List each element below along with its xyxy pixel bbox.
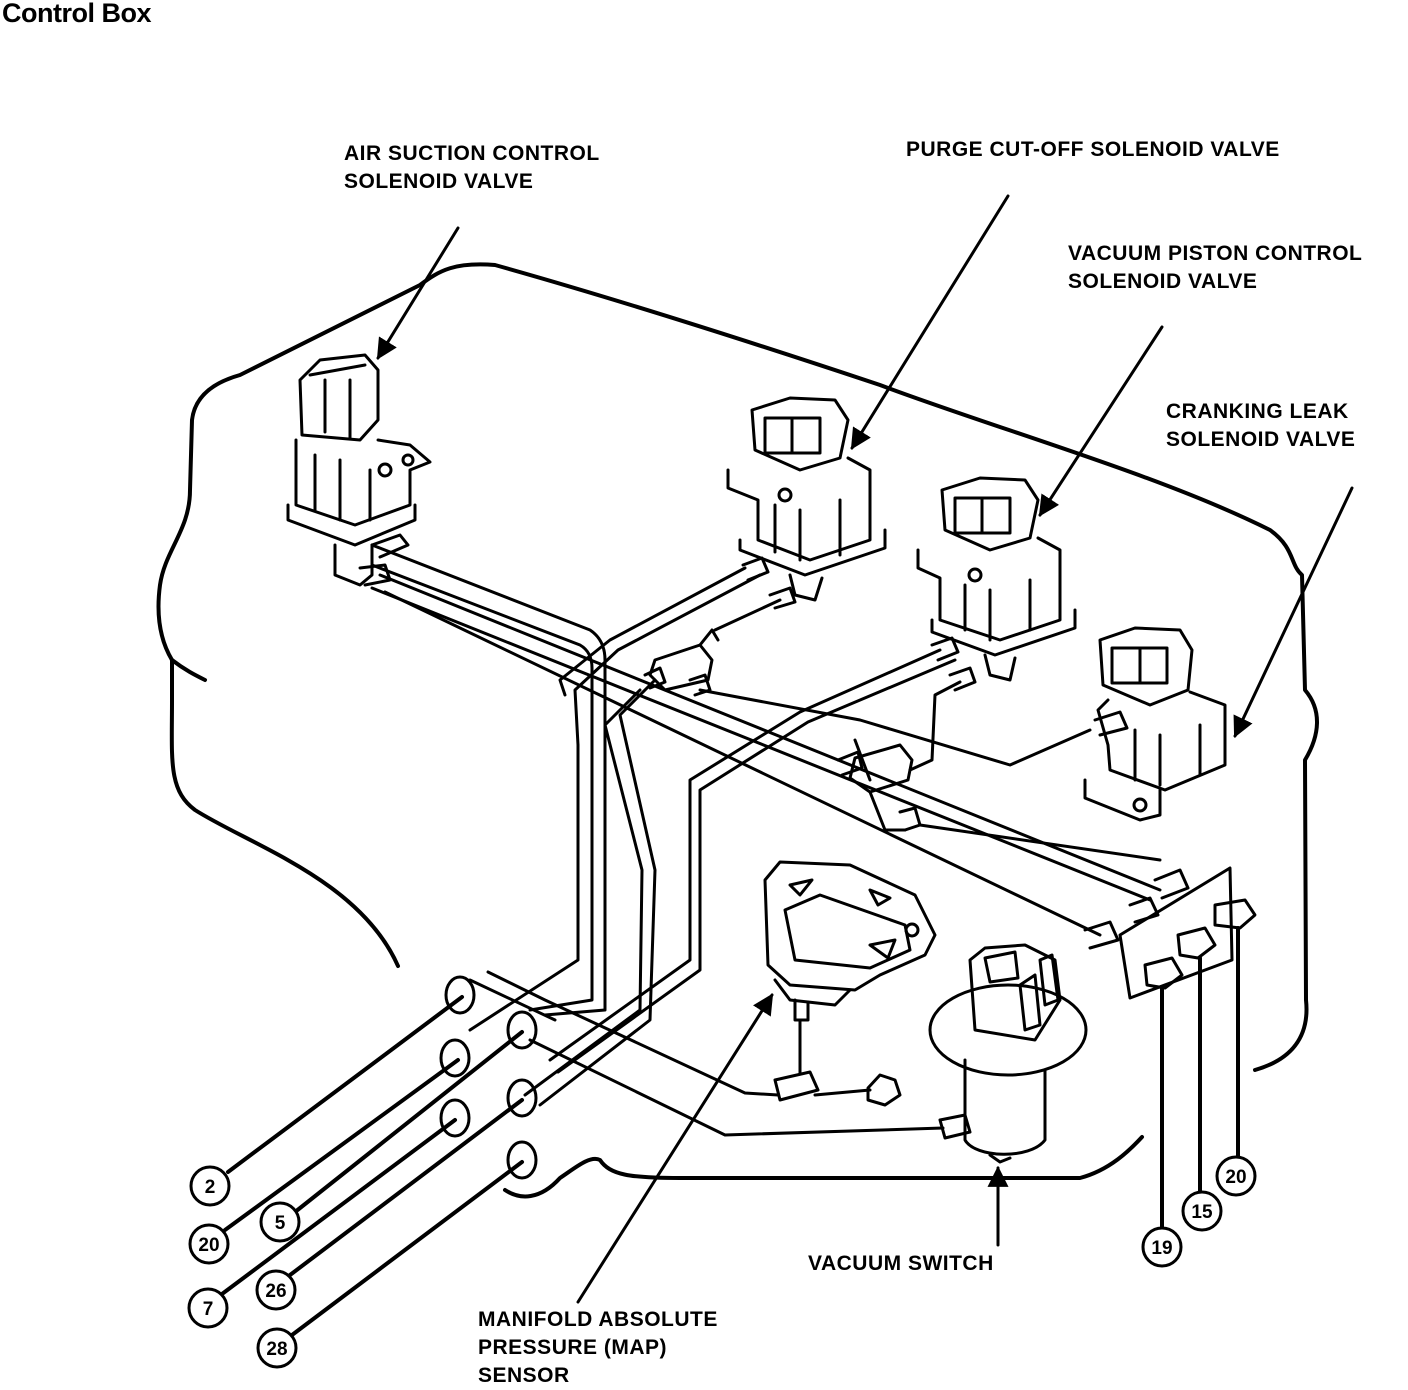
callout-arrows xyxy=(376,194,1354,1304)
hose-fitting-group xyxy=(643,628,922,832)
right-port-leaders xyxy=(1160,926,1240,1234)
control-box-housing-inner-edge xyxy=(170,658,207,682)
vacuum-hose-group xyxy=(370,543,1162,1137)
map-sensor-label-line: MANIFOLD ABSOLUTE xyxy=(478,1308,718,1331)
port-number: 26 xyxy=(265,1281,286,1302)
port-number: 15 xyxy=(1191,1202,1213,1223)
port-number: 7 xyxy=(203,1299,214,1320)
port-callout: 20 xyxy=(1215,1155,1257,1197)
port-number: 20 xyxy=(198,1235,219,1256)
port-number: 2 xyxy=(205,1177,216,1198)
control-box-base xyxy=(503,1135,1144,1199)
port-number: 19 xyxy=(1151,1238,1172,1259)
map-sensor xyxy=(763,860,937,1107)
cranking-leak-solenoid-valve xyxy=(1083,626,1227,822)
map-sensor-label: MANIFOLD ABSOLUTE PRESSURE (MAP) SENSOR xyxy=(478,1306,718,1390)
purge-cutoff-arrow xyxy=(850,194,1010,450)
port-callout: 15 xyxy=(1181,1190,1223,1232)
cranking-leak-arrow xyxy=(1233,486,1354,738)
cranking-leak-label-line: CRANKING LEAK xyxy=(1166,400,1349,423)
page-title: Control Box xyxy=(2,0,152,28)
port-number: 5 xyxy=(275,1213,286,1234)
map-sensor-arrow xyxy=(576,993,774,1304)
air-suction-label: AIR SUCTION CONTROL SOLENOID VALVE xyxy=(344,140,600,196)
air-suction-arrow xyxy=(376,226,460,360)
air-suction-solenoid-valve xyxy=(286,353,432,587)
hose-connector-plate xyxy=(1083,866,1257,1000)
port-callout: 19 xyxy=(1141,1226,1183,1268)
purge-cutoff-solenoid-valve xyxy=(726,396,887,610)
port-callout: 28 xyxy=(256,1327,298,1369)
vacuum-switch xyxy=(928,943,1088,1164)
cranking-leak-label: CRANKING LEAK SOLENOID VALVE xyxy=(1166,398,1355,454)
map-sensor-label-line: SENSOR xyxy=(478,1364,570,1387)
control-box-housing xyxy=(156,262,1319,1072)
left-port-callouts: 2 20 5 7 26 28 xyxy=(187,1165,301,1369)
air-suction-label-line: SOLENOID VALVE xyxy=(344,170,534,193)
left-port-leaders xyxy=(220,995,524,1337)
vacuum-switch-label: VACUUM SWITCH xyxy=(808,1250,994,1278)
port-callout: 26 xyxy=(255,1269,297,1311)
port-callout: 20 xyxy=(188,1223,230,1265)
vacuum-piston-label: VACUUM PISTON CONTROL SOLENOID VALVE xyxy=(1068,240,1362,296)
vacuum-piston-solenoid-valve xyxy=(916,476,1077,692)
vacuum-piston-label-line: SOLENOID VALVE xyxy=(1068,270,1258,293)
air-suction-label-line: AIR SUCTION CONTROL xyxy=(344,142,600,165)
port-number: 28 xyxy=(266,1339,287,1360)
purge-cutoff-label-line: PURGE CUT-OFF SOLENOID VALVE xyxy=(906,138,1280,161)
port-number: 20 xyxy=(1225,1167,1246,1188)
right-port-callouts: 19 15 20 xyxy=(1141,1155,1257,1268)
purge-cutoff-label: PURGE CUT-OFF SOLENOID VALVE xyxy=(906,136,1280,164)
port-callout: 2 xyxy=(189,1165,231,1207)
map-sensor-label-line: PRESSURE (MAP) xyxy=(478,1336,668,1359)
vacuum-piston-label-line: VACUUM PISTON CONTROL xyxy=(1068,242,1363,265)
cranking-leak-label-line: SOLENOID VALVE xyxy=(1166,428,1356,451)
vacuum-switch-label-line: VACUUM SWITCH xyxy=(808,1252,994,1275)
left-port-rings xyxy=(439,975,538,1180)
port-callout: 5 xyxy=(259,1201,301,1243)
port-callout: 7 xyxy=(187,1287,229,1329)
vacuum-piston-arrow xyxy=(1038,325,1164,517)
